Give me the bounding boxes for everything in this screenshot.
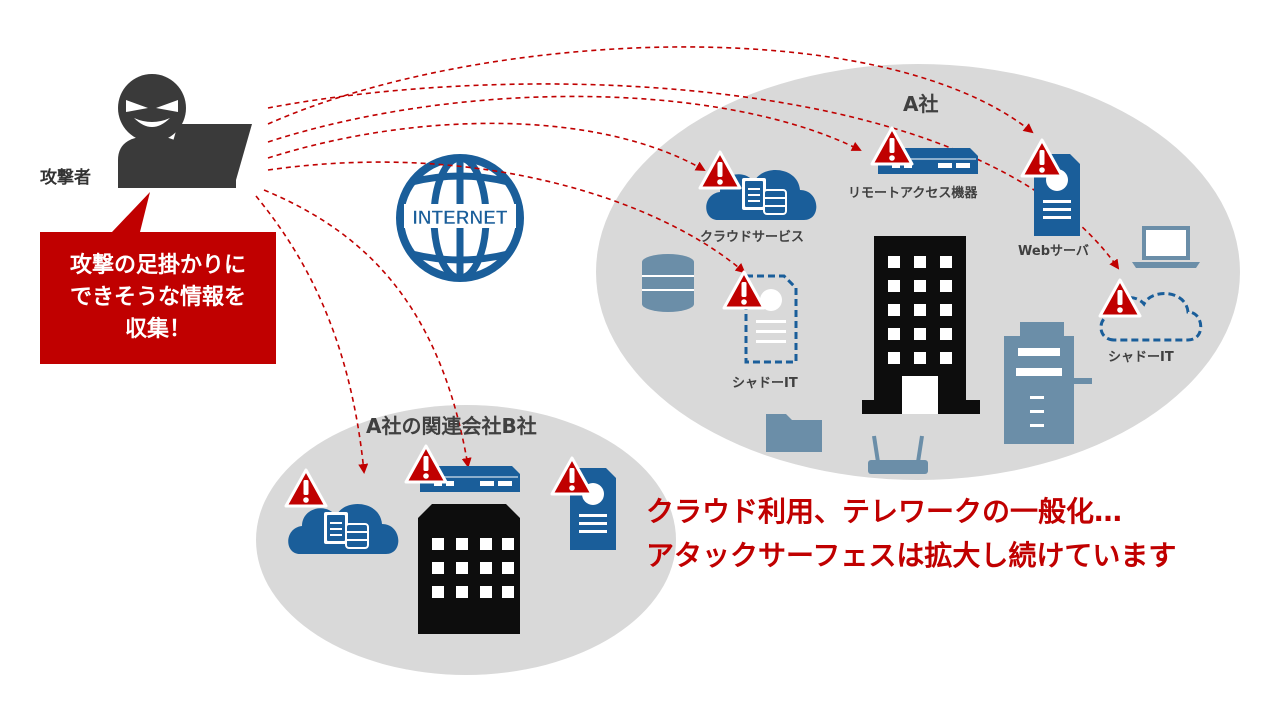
company-a-database-icon [642,254,694,312]
attack-path-web-server [267,46,1034,134]
attack-path-shadow-it-cloud [267,83,1120,270]
attack-path-cloud-service [267,122,706,171]
shadow-it-device-label: シャドーIT [732,376,798,391]
company-a-title: A社 [903,92,939,116]
callout-line: 収集！ [124,317,191,342]
shadow-it-cloud-label: シャドーIT [1108,350,1174,365]
company-a-folder-icon [766,414,822,452]
attack-paths [255,46,1120,474]
internet-label: INTERNET [413,208,508,229]
attack-path-b-appliance [263,189,472,468]
attacker-label: 攻撃者 [40,168,91,188]
company-a-building-windows [888,256,952,414]
globe-icon [396,154,524,282]
web-server-label: Webサーバ [1018,244,1089,259]
company-a-router-icon [868,435,928,474]
company-a-shadow-it-cloud-icon [1099,292,1203,342]
attack-path-shadow-it-device [267,161,746,274]
company-b-building-windows [432,538,514,598]
callout-line: できそうな情報を [69,285,246,310]
company-a-laptop-icon [1132,226,1200,268]
remote-access-label: リモートアクセス機器 [848,186,978,201]
laptop-icon [160,124,252,188]
callout-line: 攻撃の足掛かりに [69,253,246,278]
company-a-printer-icon [1004,322,1092,444]
headline-line-2: アタックサーフェスは拡大し続けています [646,539,1177,572]
attacker-callout [40,192,276,364]
attack-path-remote-access [267,95,862,151]
headline-line-1: クラウド利用、テレワークの一般化… [646,495,1123,528]
attacker-callout-text: 攻撃の足掛かりに できそうな情報を 収集！ [40,250,276,346]
cloud-service-label: クラウドサービス [700,230,805,245]
attack-path-b-cloud [255,195,369,474]
company-a-shadow-it-device-icon [744,274,798,364]
headline: クラウド利用、テレワークの一般化… アタックサーフェスは拡大し続けています [646,490,1176,578]
company-b-title: A社の関連会社B社 [366,414,537,438]
